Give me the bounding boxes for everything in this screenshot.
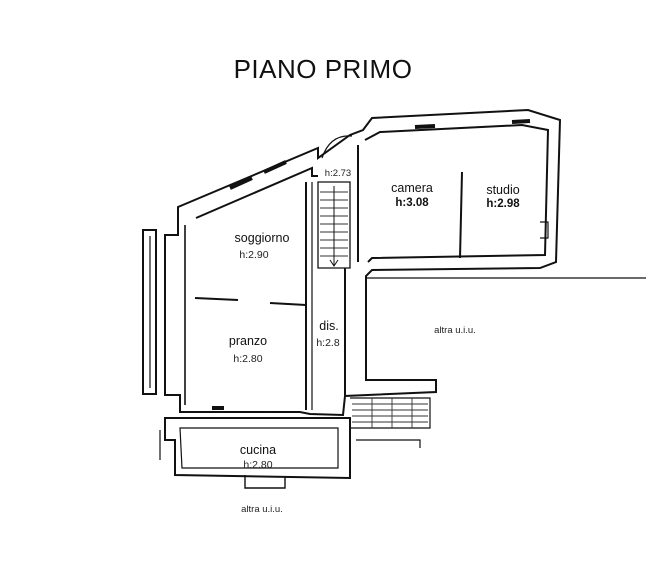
height-cucina: h:2.80 [243,459,272,471]
label-studio: studio [486,183,519,197]
plan-title: PIANO PRIMO [233,54,413,84]
height-soggiorno: h:2.90 [239,249,268,261]
label-neighbour-bottom: altra u.i.u. [241,504,283,515]
label-dis: dis. [319,319,338,333]
balcony [142,229,157,395]
height-studio: h:2.98 [486,198,520,210]
label-camera: camera [391,181,433,195]
inner-wall [195,123,550,263]
label-pranzo: pranzo [229,334,267,348]
height-pranzo: h:2.80 [233,353,262,365]
label-soggiorno: soggiorno [235,231,290,245]
label-neighbour-right: altra u.i.u. [434,325,476,336]
height-camera: h:3.08 [395,197,429,209]
outer-wall [164,108,562,417]
cucina-wall [164,417,351,480]
label-cucina: cucina [240,443,276,457]
height-dis: h:2.8 [316,337,340,349]
height-stair: h:2.73 [325,168,351,179]
